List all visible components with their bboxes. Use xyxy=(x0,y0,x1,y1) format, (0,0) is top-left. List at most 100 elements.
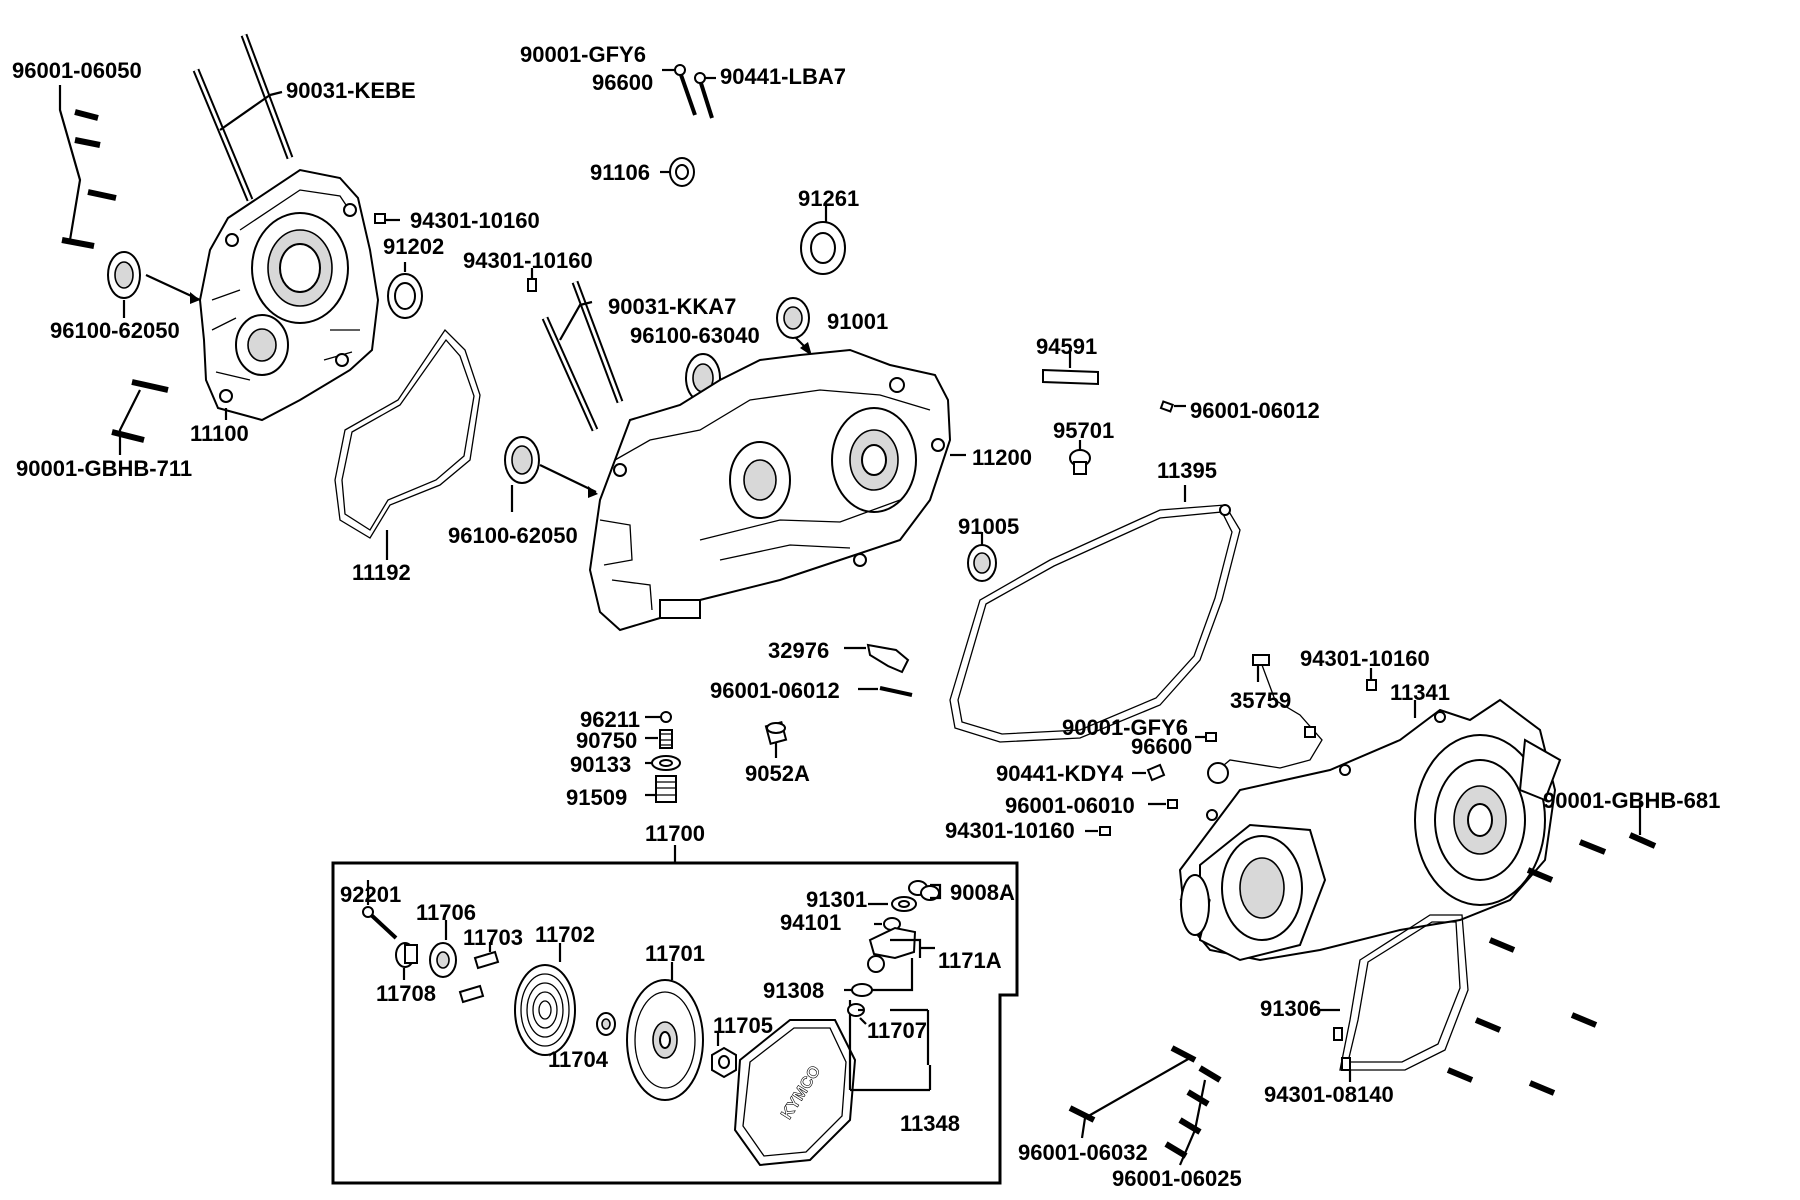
label-96001-06010: 96001-06010 xyxy=(1005,793,1135,818)
label-11200: 11200 xyxy=(972,445,1032,470)
bolt-96001-06012-lower xyxy=(858,686,913,697)
bolts-90001-gfy6-lower xyxy=(1085,732,1217,836)
label-11708: 11708 xyxy=(376,981,436,1006)
label-11348: 11348 xyxy=(900,1111,960,1136)
bearing-96100-63040 xyxy=(685,353,740,404)
starter-collar-11704 xyxy=(596,1012,616,1036)
label-32976: 32976 xyxy=(768,638,830,663)
transmission-cover-11341 xyxy=(1178,698,1562,962)
gasket-11395 xyxy=(949,485,1241,743)
stud-90031-kka7 xyxy=(541,280,624,432)
starter-pin-11707 xyxy=(847,1003,930,1065)
bolts-96001-06032 xyxy=(1068,1045,1197,1139)
starter-lever-assembly xyxy=(844,880,942,997)
label-11706: 11706 xyxy=(416,900,476,925)
bearing-96100-62050-left xyxy=(107,251,201,318)
label-96600-lower: 96600 xyxy=(1131,734,1193,759)
label-94591: 94591 xyxy=(1036,334,1098,359)
label-94101: 94101 xyxy=(780,910,842,935)
label-96001-06050: 96001-06050 xyxy=(12,58,142,83)
label-90750: 90750 xyxy=(576,728,638,753)
starter-box-11700 xyxy=(331,845,1019,1185)
label-90001-gfy6-top: 90001-GFY6 xyxy=(520,42,646,67)
seal-91106 xyxy=(660,157,695,187)
label-11703: 11703 xyxy=(463,925,523,950)
label-96600-top: 96600 xyxy=(592,70,654,95)
label-11707: 11707 xyxy=(867,1018,927,1043)
oil-filter-assembly xyxy=(645,711,681,803)
seal-91261 xyxy=(800,205,846,275)
starter-nut-11705 xyxy=(711,1032,737,1079)
bolts-96001-06025 xyxy=(1164,1065,1222,1166)
label-96100-63040: 96100-63040 xyxy=(630,323,760,348)
dowel-94301-10160-right xyxy=(1366,668,1377,691)
starter-part-11706 xyxy=(429,920,457,978)
label-91106: 91106 xyxy=(590,160,650,185)
plug-95701 xyxy=(1069,440,1091,475)
label-1171a: 1171A xyxy=(938,948,1002,973)
label-96001-06025: 96001-06025 xyxy=(1112,1166,1242,1191)
label-11701: 11701 xyxy=(645,941,705,966)
crankcase-right-11200 xyxy=(588,348,966,632)
label-9008a: 9008A xyxy=(950,880,1015,905)
gasket-91306 xyxy=(1320,914,1469,1071)
label-91261: 91261 xyxy=(798,186,860,211)
plug-9052a xyxy=(764,721,788,758)
label-96211: 96211 xyxy=(580,707,640,732)
starter-spring-11702 xyxy=(514,943,576,1056)
label-96100-62050-a: 96100-62050 xyxy=(50,318,180,343)
bolt-96001-06012-top xyxy=(1159,400,1186,413)
starter-shaft-11708 xyxy=(395,942,418,980)
bearing-96100-62050-center xyxy=(504,436,598,512)
bolts-96001-06050 xyxy=(58,85,117,249)
label-91308: 91308 xyxy=(763,978,825,1003)
label-94301-10160-d: 94301-10160 xyxy=(945,818,1075,843)
seal-91202 xyxy=(374,213,423,319)
label-90031-kebe: 90031-KEBE xyxy=(286,78,416,103)
label-11700: 11700 xyxy=(645,821,705,846)
gasket-11192 xyxy=(334,328,481,560)
label-11705: 11705 xyxy=(713,1013,773,1038)
plate-94591 xyxy=(1042,350,1099,386)
bolts-90001-gbhb-711 xyxy=(111,379,228,455)
label-94301-10160-c: 94301-10160 xyxy=(1300,646,1430,671)
label-11100: 11100 xyxy=(190,421,249,446)
label-95701: 95701 xyxy=(1053,418,1115,443)
label-11702: 11702 xyxy=(535,922,595,947)
stud-90031-kebe xyxy=(192,33,294,202)
label-90001-gbhb-711: 90001-GBHB-711 xyxy=(16,456,193,481)
bolts-90001-gbhb-681 xyxy=(1446,802,1657,1096)
label-96001-06012-b: 96001-06012 xyxy=(710,678,840,703)
starter-pulley-11701 xyxy=(626,962,704,1101)
label-90031-kka7: 90031-KKA7 xyxy=(608,294,737,319)
bolts-90001-gfy6-top xyxy=(662,64,716,119)
label-90441-kdy4: 90441-KDY4 xyxy=(996,761,1124,786)
label-92201: 92201 xyxy=(340,882,402,907)
sensor-35759 xyxy=(1207,654,1323,784)
label-91306: 91306 xyxy=(1260,996,1322,1021)
label-91509: 91509 xyxy=(566,785,628,810)
starter-ratchet-11703 xyxy=(458,942,500,1004)
label-91301: 91301 xyxy=(806,887,868,912)
label-11192: 11192 xyxy=(352,560,411,585)
label-90133: 90133 xyxy=(570,752,632,777)
label-11395: 11395 xyxy=(1157,458,1217,483)
label-91001: 91001 xyxy=(827,309,889,334)
label-11704: 11704 xyxy=(548,1047,608,1072)
crankcase-left-11100 xyxy=(198,168,380,422)
label-90001-gfy6-lower: 90001-GFY6 xyxy=(1062,715,1188,740)
label-90001-gbhb-681: 90001-GBHB-681 xyxy=(1543,788,1721,813)
label-96001-06032: 96001-06032 xyxy=(1018,1140,1148,1165)
dowel-94301-10160 xyxy=(527,268,537,292)
seal-91001 xyxy=(776,297,812,356)
label-96100-62050-b: 96100-62050 xyxy=(448,523,578,548)
starter-bolt-92201 xyxy=(362,880,398,940)
label-9052a: 9052A xyxy=(745,761,810,786)
label-94301-08140: 94301-08140 xyxy=(1264,1082,1394,1107)
label-91005: 91005 xyxy=(958,514,1020,539)
label-91202: 91202 xyxy=(383,234,445,259)
bearing-91005 xyxy=(967,532,997,582)
label-35759: 35759 xyxy=(1230,688,1292,713)
label-11341: 11341 xyxy=(1390,680,1450,705)
